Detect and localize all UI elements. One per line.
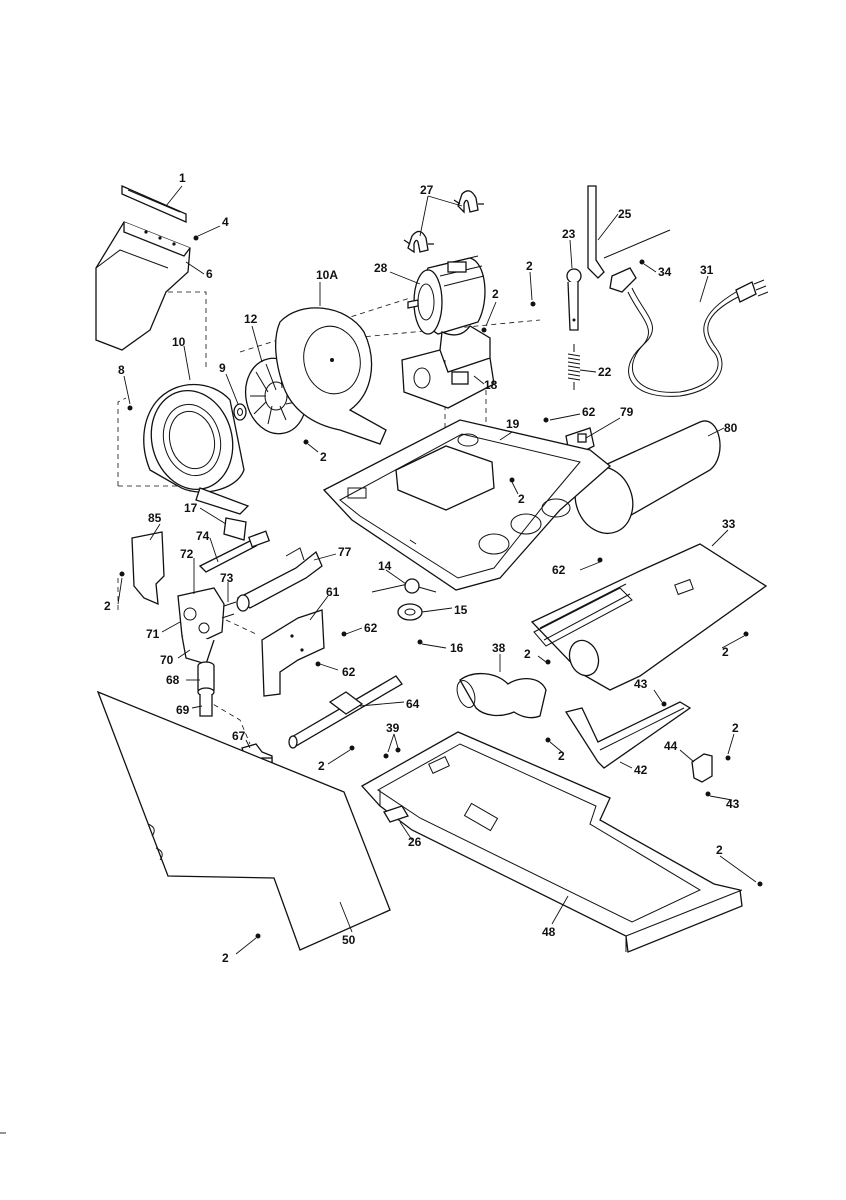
part-15-thermostat: [397, 603, 423, 621]
callout-19: 19: [506, 417, 520, 431]
callout-38: 38: [492, 641, 506, 655]
part-77-burner-tube: [236, 547, 323, 612]
callout-12: 12: [244, 312, 258, 326]
callout-33: 33: [722, 517, 736, 531]
part-85-shield: [131, 531, 165, 606]
part-42-support-bracket: [564, 701, 692, 769]
callout-10a: 10A: [316, 268, 338, 282]
callout-43-upper: 43: [634, 677, 648, 691]
callout-10: 10: [172, 335, 186, 349]
callout-14: 14: [378, 559, 392, 573]
callout-9: 9: [219, 361, 226, 375]
part-74-igniter: [198, 530, 271, 573]
callout-77: 77: [338, 545, 352, 559]
callout-labels: 1 4 6 8 9 10 10A 12 2 27 28 2 2 18 23 25…: [104, 171, 740, 965]
part-44-clip: [691, 753, 713, 783]
part-25-bracket: [587, 185, 671, 279]
callout-85: 85: [148, 511, 162, 525]
screws: [119, 235, 763, 939]
callout-2-panel: 2: [222, 951, 229, 965]
callout-2-frame: 2: [716, 843, 723, 857]
callout-73: 73: [220, 571, 234, 585]
callout-39: 39: [386, 721, 400, 735]
part-9-washer: [233, 403, 247, 421]
callout-43-lower: 43: [726, 797, 740, 811]
part-28-drive-motor: [407, 255, 486, 335]
leader-lines: [117, 185, 757, 955]
callout-17: 17: [184, 501, 198, 515]
callout-22: 22: [598, 365, 612, 379]
callout-15: 15: [454, 603, 468, 617]
callout-16: 16: [450, 641, 464, 655]
callout-1: 1: [179, 171, 186, 185]
part-72-gas-valve: [177, 587, 237, 665]
part-23-idler-arm: [566, 268, 582, 331]
callout-69: 69: [176, 703, 190, 717]
callout-79: 79: [620, 405, 634, 419]
callout-42: 42: [634, 763, 648, 777]
callout-80: 80: [724, 421, 738, 435]
part-19-base-pan: [322, 419, 612, 591]
callout-67: 67: [232, 729, 246, 743]
part-17-clip: [223, 517, 247, 541]
callout-62-bracket: 62: [364, 621, 378, 635]
part-64-gas-pipe: [288, 675, 403, 749]
callout-8: 8: [118, 363, 125, 377]
part-61-burner-bracket: [261, 609, 325, 697]
part-10-blower-housing: [143, 383, 250, 515]
callout-25: 25: [618, 207, 632, 221]
part-68-pipe-nipple: [197, 661, 215, 697]
callout-2-elbow: 2: [524, 647, 531, 661]
part-6-exhaust-duct: [95, 221, 191, 351]
part-26-pad: [383, 805, 409, 823]
callout-2-pan: 2: [518, 492, 525, 506]
callout-68: 68: [166, 673, 180, 687]
callout-2-cover: 2: [722, 645, 729, 659]
callout-70: 70: [160, 653, 174, 667]
part-33-duct-cover: [530, 543, 768, 691]
part-38-elbow-duct: [456, 673, 547, 719]
callout-71: 71: [146, 627, 160, 641]
callout-6: 6: [206, 267, 213, 281]
part-14-sensor-wire: [371, 578, 437, 594]
part-27-motor-straps: [403, 190, 484, 254]
callout-2-motor: 2: [492, 287, 499, 301]
callout-23: 23: [562, 227, 576, 241]
callout-31: 31: [700, 263, 714, 277]
callout-18: 18: [484, 378, 498, 392]
callout-64: 64: [406, 697, 420, 711]
callout-27: 27: [420, 183, 434, 197]
callout-28: 28: [374, 261, 388, 275]
callout-62-bracket-lower: 62: [342, 665, 356, 679]
callout-34: 34: [658, 265, 672, 279]
callout-2-pipe: 2: [318, 759, 325, 773]
callout-2-clip: 2: [732, 721, 739, 735]
callout-2-motor-right: 2: [526, 259, 533, 273]
callout-62-switch: 62: [582, 405, 596, 419]
part-69-pipe-nipple: [199, 694, 213, 717]
callout-2-blower: 2: [320, 450, 327, 464]
part-48-base-frame: [360, 731, 743, 953]
callout-2-shield: 2: [104, 599, 111, 613]
callout-62-duct: 62: [552, 563, 566, 577]
callout-4: 4: [222, 215, 229, 229]
callout-61: 61: [326, 585, 340, 599]
part-18-motor-mount: [401, 325, 495, 409]
callout-26: 26: [408, 835, 422, 849]
part-50-front-panel: [96, 690, 391, 951]
callout-50: 50: [342, 933, 356, 947]
assembly-guide-lines: [117, 291, 541, 745]
part-31-power-cord: [627, 279, 769, 397]
callout-74: 74: [196, 529, 210, 543]
callout-2-bracket: 2: [558, 749, 565, 763]
part-22-idler-spring: [567, 344, 581, 390]
part-1-lint-filter: [121, 185, 187, 223]
callout-48: 48: [542, 925, 556, 939]
callout-72: 72: [180, 547, 194, 561]
callout-44: 44: [664, 739, 678, 753]
part-10a-blower-back-housing: [275, 307, 387, 445]
part-34-terminal-block: [609, 267, 637, 293]
